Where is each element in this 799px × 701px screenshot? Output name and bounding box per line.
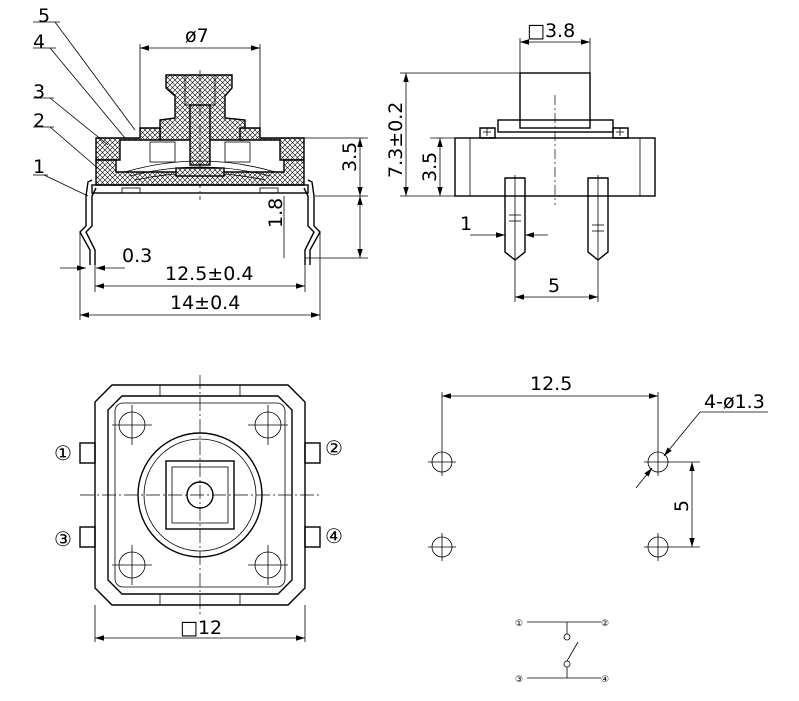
dim-diameter-7: ø7 <box>185 25 209 47</box>
end-view: □3.8 7.3±0.2 3.5 1 5 <box>385 20 656 302</box>
dim-14: 14±0.4 <box>170 292 240 314</box>
dim-pin-1: 1 <box>460 213 472 235</box>
part-label-2: 2 <box>33 110 45 132</box>
dim-height-7-3: 7.3±0.2 <box>385 102 407 178</box>
pin-label-3: ③ <box>54 527 72 551</box>
schematic-pin-4: ④ <box>601 675 609 685</box>
switch-schematic: ① ② ③ ④ <box>515 619 609 685</box>
part-label-4: 4 <box>33 31 45 53</box>
dim-hole-spacing-12-5: 12.5 <box>530 373 572 395</box>
pin-label-4: ④ <box>325 524 343 548</box>
pcb-layout: 12.5 4-ø1.3 5 <box>428 373 768 561</box>
part-label-1: 1 <box>33 156 45 178</box>
dim-holes-4x1-3: 4-ø1.3 <box>704 391 765 413</box>
part-label-3: 3 <box>33 81 45 103</box>
dim-cap-3-8: □3.8 <box>527 20 575 42</box>
pin-label-2: ② <box>325 436 343 460</box>
dim-height-3-5: 3.5 <box>339 142 361 172</box>
pin-label-1: ① <box>54 441 72 465</box>
dim-12-5: 12.5±0.4 <box>165 263 253 285</box>
part-label-5: 5 <box>38 5 50 27</box>
schematic-pin-2: ② <box>601 619 609 629</box>
dim-end-3-5: 3.5 <box>419 152 441 182</box>
schematic-pin-1: ① <box>515 619 523 629</box>
schematic-pin-3: ③ <box>515 675 523 685</box>
dim-size-12: □12 <box>180 617 222 639</box>
top-view: ① ② ③ ④ □12 <box>54 375 343 642</box>
side-section-view: 5 4 3 2 1 ø7 3.5 1.8 0.3 12.5±0.4 <box>33 5 368 320</box>
dim-0-3: 0.3 <box>122 245 152 267</box>
dim-hole-pitch-5: 5 <box>671 500 693 512</box>
dim-1-8: 1.8 <box>265 198 287 228</box>
dim-pin-5: 5 <box>548 275 560 297</box>
